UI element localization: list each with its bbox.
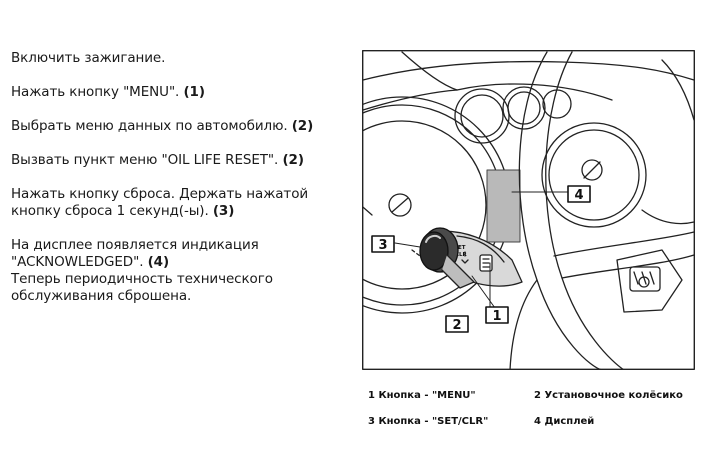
legend-item-2: 2 Установочное колёсико: [534, 390, 683, 401]
instruction-step-5: Нажать кнопку сброса. Держать нажатой кн…: [11, 186, 309, 219]
callout-3: 3: [371, 235, 395, 253]
right-gauge: [541, 122, 647, 228]
step-reference: (4): [147, 254, 170, 270]
small-gauges: [454, 86, 572, 144]
dashboard-illustration: SET CLR 1 2 3: [362, 50, 695, 370]
callout-1: 1: [485, 306, 509, 324]
step-reference: (3): [212, 203, 235, 219]
dashboard-contours: [362, 51, 695, 121]
instruction-list: Включить зажигание. Нажать кнопку "MENU"…: [11, 50, 341, 322]
stalk-clr-label: CLR: [455, 252, 468, 258]
step-reference: (1): [183, 84, 205, 100]
instruction-step-2: Нажать кнопку "MENU". (1): [11, 84, 205, 100]
instruction-step-3: Выбрать меню данных по автомобилю. (2): [11, 118, 314, 134]
legend-item-4: 4 Дисплей: [534, 416, 595, 427]
svg-text:4: 4: [574, 188, 583, 203]
steering-wheel: [509, 51, 695, 370]
instruction-step-4: Вызвать пункт меню "OIL LIFE RESET". (2): [11, 152, 304, 168]
svg-text:1: 1: [492, 309, 501, 324]
callout-4: 4: [567, 185, 591, 203]
info-display-panel: [486, 169, 521, 243]
instruction-step-6: На дисплее появляется индикация "ACKNOWL…: [11, 237, 273, 304]
svg-text:3: 3: [378, 238, 387, 253]
svg-text:2: 2: [452, 318, 461, 333]
column-stalk: SET CLR: [419, 227, 523, 289]
stalk-set-label: SET: [454, 245, 466, 251]
step-reference: (2): [282, 152, 304, 168]
callout-leaders: [394, 191, 575, 309]
figure-frame: [362, 50, 695, 370]
step-reference: (2): [291, 118, 314, 134]
callout-2: 2: [445, 315, 469, 333]
legend-item-1: 1 Кнопка - "MENU": [368, 390, 476, 401]
legend-item-3: 3 Кнопка - "SET/CLR": [368, 416, 489, 427]
instruction-step-1: Включить зажигание.: [11, 50, 166, 66]
instruction-step-6-note: Теперь периодичность технического обслуж…: [11, 271, 273, 304]
